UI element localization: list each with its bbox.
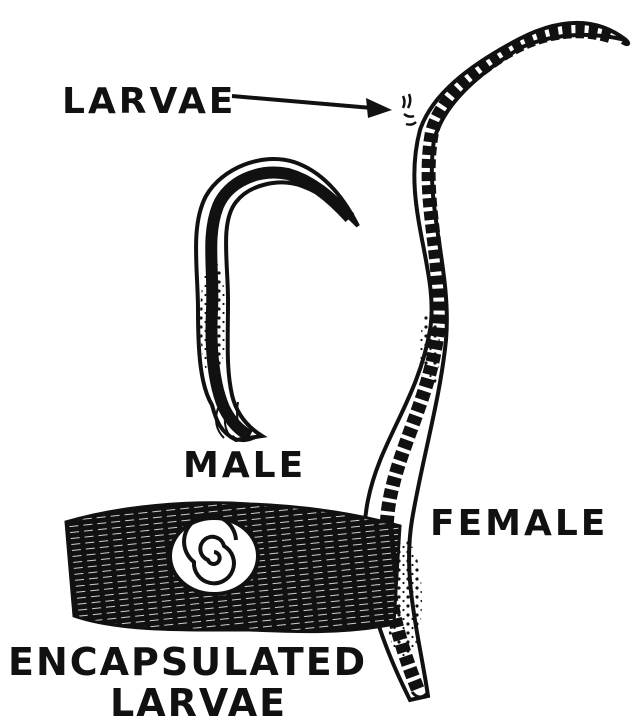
larvae-arrow <box>232 96 392 118</box>
larvae-label: LARVAE <box>62 84 236 120</box>
female-worm <box>364 23 628 700</box>
encapsulated-label-line2: LARVAE <box>110 684 287 722</box>
encapsulated-label-line1: ENCAPSULATED <box>8 643 367 681</box>
female-label: FEMALE <box>430 506 608 542</box>
male-label: MALE <box>183 448 306 484</box>
male-worm <box>196 159 358 441</box>
larvae-marks <box>403 94 416 125</box>
encapsulated-larvae <box>66 503 400 632</box>
